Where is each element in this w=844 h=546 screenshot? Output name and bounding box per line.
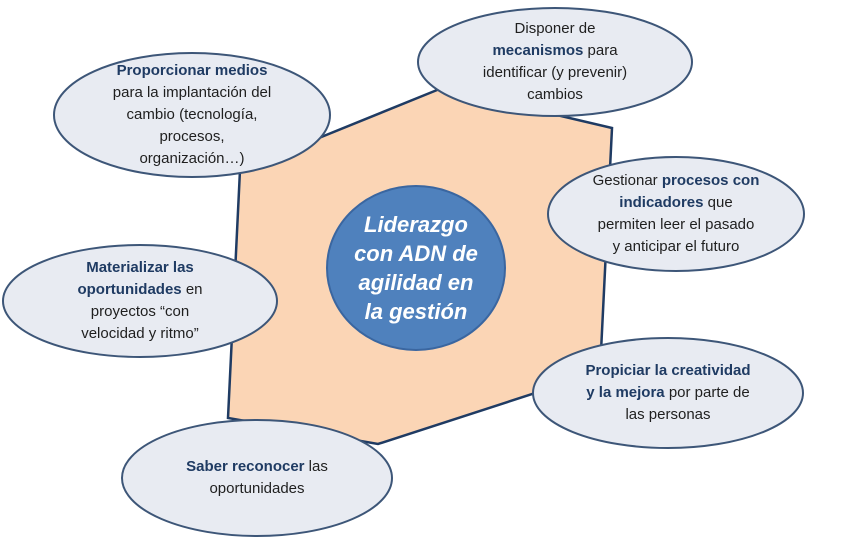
mecanismos-text-1: Disponer de xyxy=(514,20,596,37)
bubble-medios: Proporcionar medios para la implantación… xyxy=(66,56,318,174)
materializar-text-2: proyectos “con xyxy=(90,303,190,320)
procesos-text-3: permiten leer el pasado xyxy=(597,216,755,233)
bubble-reconocer: Saber reconocer las oportunidades xyxy=(134,432,380,524)
procesos-text-4: y anticipar el futuro xyxy=(612,238,740,255)
bubble-creatividad: Propiciar la creatividad y la mejora por… xyxy=(546,346,790,440)
mecanismos-text-3: identificar (y prevenir) xyxy=(482,64,628,81)
mecanismos-text-4: cambios xyxy=(527,86,583,103)
medios-text-2: cambio (tecnología, xyxy=(126,106,258,123)
procesos-text-1: Gestionar xyxy=(592,172,662,189)
center-line-1: Liderazgo xyxy=(364,212,468,237)
mecanismos-bold-1: mecanismos xyxy=(492,42,584,59)
bubble-creatividad-shape xyxy=(532,337,804,449)
reconocer-text-2: oportunidades xyxy=(209,480,305,497)
center-line-2: con ADN de xyxy=(354,241,478,266)
creatividad-text-1: por parte de xyxy=(664,384,750,401)
center-ellipse-shape xyxy=(326,185,506,351)
materializar-bold-1: Materializar las xyxy=(86,259,194,276)
bubble-medios-shape xyxy=(53,52,331,178)
center-line-3: agilidad en xyxy=(358,270,474,295)
medios-text-4: organización…) xyxy=(139,150,245,167)
bubble-procesos: Gestionar procesos con indicadores que p… xyxy=(556,164,796,264)
medios-text-1: para la implantación del xyxy=(112,84,272,101)
mecanismos-text-2: para xyxy=(583,42,618,59)
procesos-bold-1: procesos con xyxy=(661,172,760,189)
bubble-reconocer-shape xyxy=(121,419,393,537)
medios-text-3: procesos, xyxy=(159,128,225,145)
materializar-text-1: en xyxy=(181,281,203,298)
procesos-bold-2: indicadores xyxy=(619,194,704,211)
bubble-mecanismos: Disponer de mecanismos para identificar … xyxy=(430,14,680,110)
center-label: Liderazgo con ADN de agilidad en la gest… xyxy=(326,186,506,350)
bubble-materializar-shape xyxy=(2,244,278,358)
creatividad-bold-1: Propiciar la creatividad xyxy=(585,362,751,379)
materializar-text-3: velocidad y ritmo” xyxy=(81,325,199,342)
medios-bold-1: Proporcionar medios xyxy=(116,62,268,79)
bubble-mecanismos-shape xyxy=(417,7,693,117)
procesos-text-2: que xyxy=(703,194,733,211)
center-line-4: la gestión xyxy=(364,299,468,324)
bubble-procesos-shape xyxy=(547,156,805,272)
bubble-materializar: Materializar las oportunidades en proyec… xyxy=(14,252,266,350)
materializar-bold-2: oportunidades xyxy=(77,281,182,298)
creatividad-bold-2: y la mejora xyxy=(586,384,665,401)
creatividad-text-2: las personas xyxy=(625,406,711,423)
reconocer-bold-1: Saber reconocer xyxy=(186,458,305,475)
reconocer-text-1: las xyxy=(304,458,328,475)
